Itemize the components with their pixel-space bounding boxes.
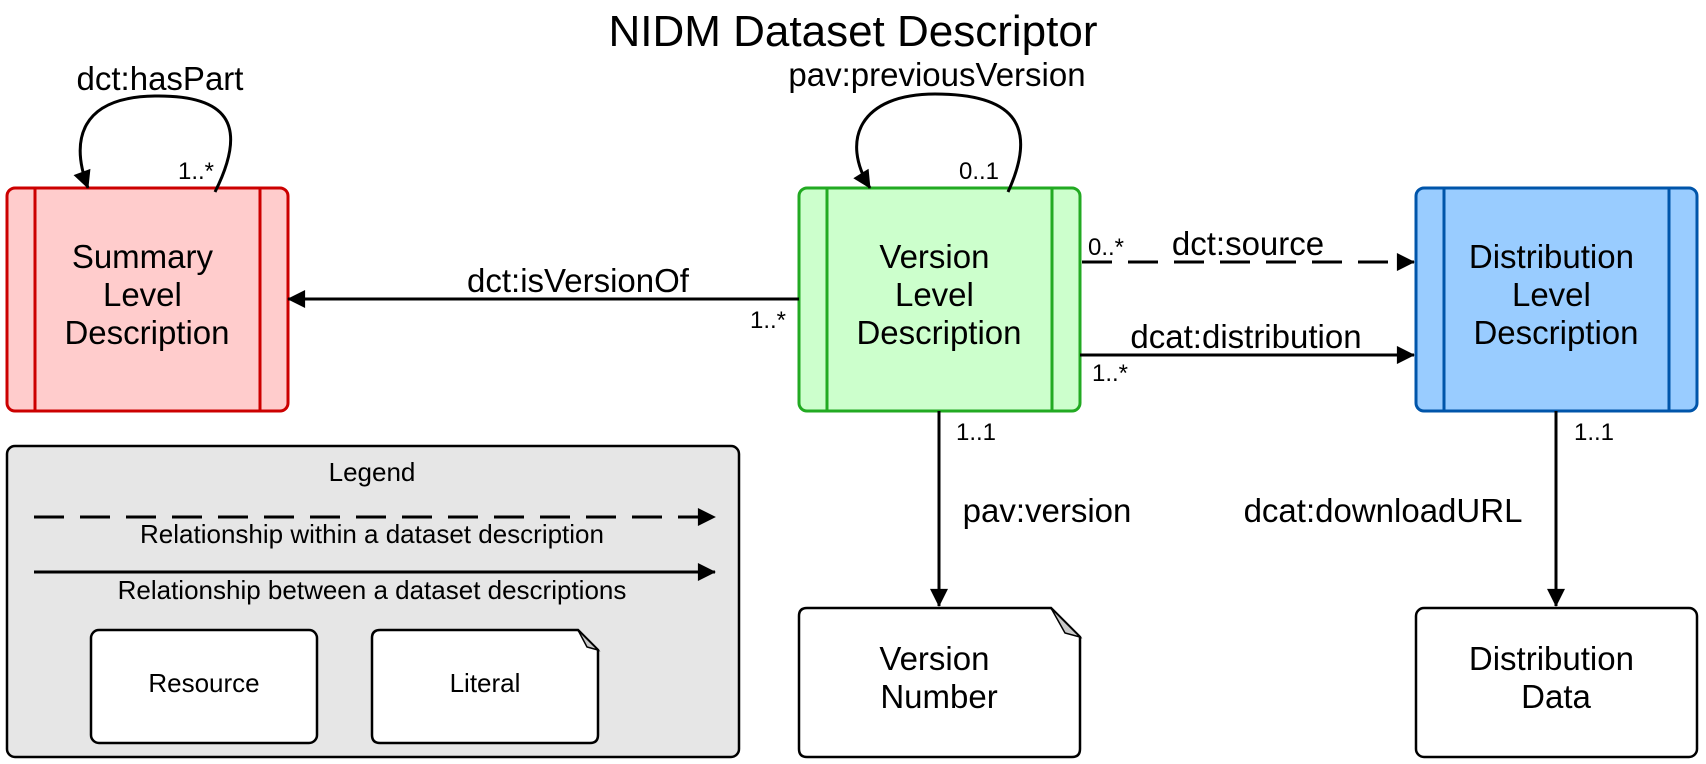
is-version-of-mult: 1..*	[750, 307, 786, 334]
distribution-label-line-1: Distribution	[1469, 238, 1634, 275]
download-url-label: dcat:downloadURL	[1244, 492, 1523, 529]
previous-version-mult: 0..1	[959, 158, 999, 185]
distribution-label-line-3: Description	[1473, 314, 1638, 351]
version-number-fold	[1050, 607, 1083, 639]
edge-source: dct:source 0..*	[1082, 225, 1415, 271]
distribution-data-node: Distribution Data	[1414, 606, 1699, 759]
distribution-data-box	[1414, 606, 1699, 759]
version-level-node: Version Level Description	[797, 186, 1082, 413]
summary-level-node: Summary Level Description	[5, 186, 290, 413]
version-number-label: Version Number	[879, 640, 998, 715]
version-label: Version Level Description	[856, 238, 1021, 351]
distribution-data-line-2: Data	[1521, 678, 1591, 715]
edge-version: pav:version 1..1	[930, 411, 1132, 607]
has-part-mult: 1..*	[178, 158, 214, 185]
legend-resource-box	[89, 628, 319, 745]
distribution-label-edge: dcat:distribution	[1130, 318, 1361, 355]
version-number-node: Version Number	[797, 606, 1083, 759]
distribution-level-node: Distribution Level Description	[1414, 186, 1699, 413]
summary-label: Summary Level Description	[64, 238, 229, 351]
legend-dashed-label: Relationship within a dataset descriptio…	[140, 519, 604, 549]
distribution-data-label: Distribution Data	[1469, 640, 1643, 715]
edge-previous-version: pav:previousVersion 0..1	[788, 56, 1086, 193]
edge-download-url: dcat:downloadURL 1..1	[1244, 411, 1614, 607]
previous-version-label: pav:previousVersion	[788, 56, 1085, 93]
version-label-line-3: Description	[856, 314, 1021, 351]
version-number-line-1: Version	[879, 640, 989, 677]
legend-literal-label: Literal	[450, 668, 521, 698]
legend-solid-label: Relationship between a dataset descripti…	[118, 575, 627, 605]
version-label-line-1: Version	[879, 238, 989, 275]
diagram-title: NIDM Dataset Descriptor	[608, 7, 1097, 56]
summary-label-line-1: Summary	[72, 238, 214, 275]
has-part-loop	[73, 94, 233, 193]
version-number-line-2: Number	[880, 678, 997, 715]
version-mult: 1..1	[956, 419, 996, 446]
summary-label-line-3: Description	[64, 314, 229, 351]
has-part-label: dct:hasPart	[77, 60, 244, 97]
legend-literal-box	[370, 628, 600, 745]
edge-distribution: dcat:distribution 1..*	[1080, 318, 1415, 387]
distribution-label-line-2: Level	[1512, 276, 1591, 313]
version-edge-label: pav:version	[963, 492, 1132, 529]
previous-version-loop	[853, 92, 1023, 193]
edge-has-part: dct:hasPart 1..*	[73, 60, 244, 193]
distribution-mult: 1..*	[1092, 360, 1128, 387]
legend-title: Legend	[329, 457, 416, 487]
legend: Legend Relationship within a dataset des…	[5, 444, 741, 759]
download-url-mult: 1..1	[1574, 419, 1614, 446]
source-mult: 0..*	[1088, 234, 1124, 261]
source-label: dct:source	[1172, 225, 1324, 262]
edge-is-version-of: dct:isVersionOf 1..*	[287, 262, 799, 334]
legend-resource-label: Resource	[148, 668, 259, 698]
summary-label-line-2: Level	[103, 276, 182, 313]
distribution-label: Distribution Level Description	[1469, 238, 1643, 351]
is-version-of-label: dct:isVersionOf	[467, 262, 690, 299]
version-label-line-2: Level	[895, 276, 974, 313]
legend-literal-fold	[577, 629, 601, 652]
distribution-data-line-1: Distribution	[1469, 640, 1634, 677]
version-number-box	[797, 606, 1082, 759]
